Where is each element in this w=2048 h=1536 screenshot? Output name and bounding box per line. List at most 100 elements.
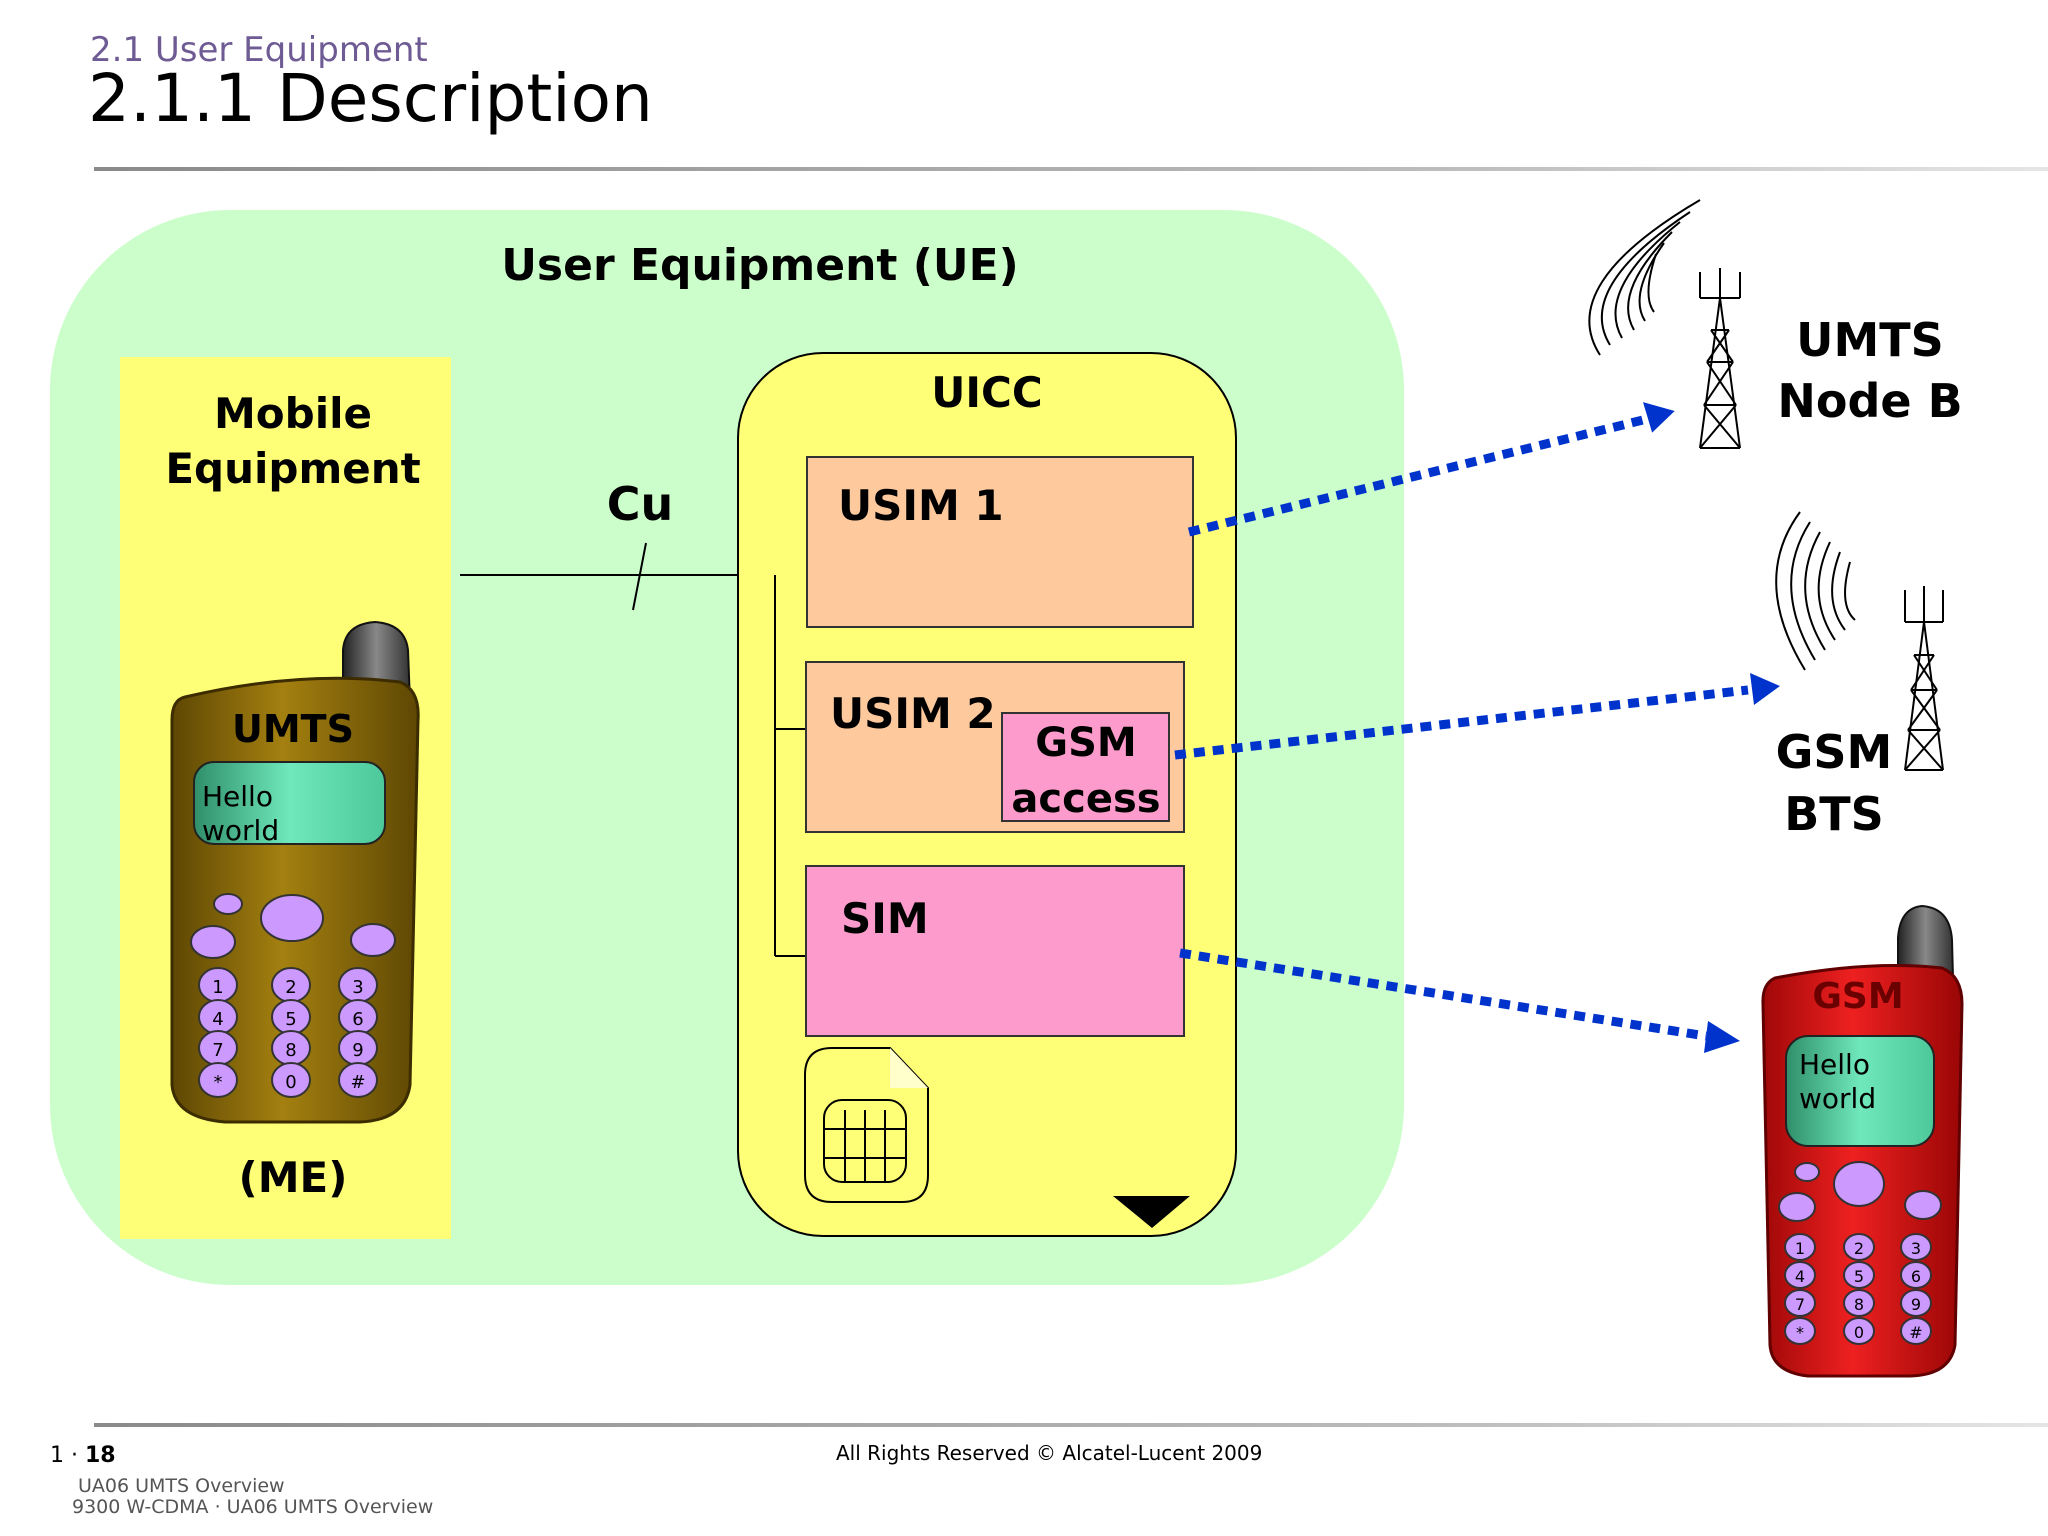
nodeb-line2: Node B xyxy=(1777,374,1962,428)
nodeb-line1: UMTS xyxy=(1796,313,1944,367)
phone-key-label: # xyxy=(1909,1323,1922,1342)
phone-key: 4 xyxy=(198,999,238,1035)
usim2-label: USIM 2 xyxy=(830,689,996,738)
ue-label: User Equipment (UE) xyxy=(501,240,1019,291)
phone-keypad: 1 2 3 4 5 6 7 8 9 * 0 # xyxy=(1784,1233,1932,1345)
course-subtitle: 9300 W-CDMA · UA06 UMTS Overview xyxy=(72,1496,434,1518)
phone-key: 3 xyxy=(1900,1233,1932,1261)
phone-key-label: 3 xyxy=(352,977,363,998)
phone-key: 5 xyxy=(1843,1261,1875,1289)
phone-key: 5 xyxy=(271,999,311,1035)
phone-key-nav xyxy=(260,894,324,942)
phone-key-nav xyxy=(1833,1161,1885,1207)
phone-key-label: 4 xyxy=(1795,1267,1805,1286)
phone-key-label: # xyxy=(350,1072,365,1093)
nodeb-tower-icon xyxy=(1588,199,1741,449)
page-number: 1 · 18 xyxy=(50,1443,116,1468)
phone-key-label: 1 xyxy=(1795,1239,1805,1258)
phone-key-soft-left xyxy=(190,925,236,959)
phone-key-label: 6 xyxy=(1911,1267,1921,1286)
phone-key: 6 xyxy=(338,999,378,1035)
footer-divider xyxy=(94,1423,2048,1427)
bts-line2: BTS xyxy=(1784,787,1884,841)
header-divider xyxy=(94,167,2048,171)
phone-key-label: * xyxy=(1796,1323,1804,1342)
sim-card-icon xyxy=(804,1047,929,1203)
phone-key: 7 xyxy=(1784,1289,1816,1317)
screen-line2: world xyxy=(1799,1082,1876,1115)
cu-interface-tick xyxy=(632,542,647,611)
phone-key: 0 xyxy=(271,1062,311,1098)
arrow-usim1-to-nodeb xyxy=(1187,402,1675,537)
phone-key-label: 0 xyxy=(1854,1323,1864,1342)
phone-key: 8 xyxy=(1843,1289,1875,1317)
gsm-access-line1: GSM xyxy=(1035,720,1136,766)
interface-label: Cu xyxy=(607,477,674,531)
phone-key: 1 xyxy=(198,967,238,1003)
gsm-phone: GSM Hello world 1 2 3 4 5 6 7 8 9 * 0 # xyxy=(1761,904,1964,1378)
page-number-value: 18 xyxy=(84,1443,116,1468)
phone-key-label: 5 xyxy=(285,1009,296,1030)
phone-key: * xyxy=(198,1062,238,1098)
phone-key: 9 xyxy=(1900,1289,1932,1317)
phone-keypad: 1 2 3 4 5 6 7 8 9 * 0 # xyxy=(198,967,378,1098)
phone-key: 6 xyxy=(1900,1261,1932,1289)
arrow-gsm-access-to-bts xyxy=(1174,673,1780,760)
phone-key-label: 2 xyxy=(285,977,296,998)
phone-key-soft-right xyxy=(1904,1190,1942,1220)
copyright-notice: All Rights Reserved © Alcatel-Lucent 200… xyxy=(836,1441,1263,1465)
phone-key-label: * xyxy=(214,1072,223,1093)
phone-key-label: 2 xyxy=(1854,1239,1864,1258)
phone-key-soft-right xyxy=(350,923,396,957)
phone-brand: UMTS xyxy=(232,707,354,751)
phone-key: # xyxy=(1900,1317,1932,1345)
phone-key-label: 7 xyxy=(1795,1295,1805,1314)
phone-key-label: 7 xyxy=(212,1040,223,1061)
phone-key-soft-left xyxy=(1778,1192,1816,1222)
phone-key: 9 xyxy=(338,1030,378,1066)
me-label-line2: Equipment xyxy=(165,444,420,493)
phone-key: # xyxy=(338,1062,378,1098)
phone-key-label: 3 xyxy=(1911,1239,1921,1258)
screen-line2: world xyxy=(202,814,279,847)
screen-line1: Hello xyxy=(1799,1048,1870,1081)
phone-key-label: 1 xyxy=(212,977,223,998)
phone-brand: GSM xyxy=(1812,976,1903,1017)
phone-key: 1 xyxy=(1784,1233,1816,1261)
uicc-label: UICC xyxy=(931,368,1042,417)
bts-line1: GSM xyxy=(1776,725,1893,779)
card-triangle-icon xyxy=(1113,1196,1190,1228)
sim-box xyxy=(805,865,1185,1037)
page-prefix: 1 · xyxy=(50,1443,85,1468)
page-title: 2.1.1 Description xyxy=(88,60,653,137)
arrow-sim-to-gsm-phone xyxy=(1179,948,1740,1053)
phone-key-label: 5 xyxy=(1854,1267,1864,1286)
bts-tower-icon xyxy=(1775,511,1944,771)
phone-screen xyxy=(1785,1035,1935,1147)
phone-key-label: 4 xyxy=(212,1009,223,1030)
phone-key: 2 xyxy=(271,967,311,1003)
phone-key-label: 9 xyxy=(352,1040,363,1061)
gsm-access-box xyxy=(1001,712,1170,822)
phone-key-small xyxy=(213,893,243,915)
usim1-label: USIM 1 xyxy=(838,481,1004,530)
phone-key-label: 6 xyxy=(352,1009,363,1030)
me-abbrev: (ME) xyxy=(239,1153,348,1202)
phone-key: * xyxy=(1784,1317,1816,1345)
phone-screen xyxy=(193,761,386,845)
phone-key-label: 8 xyxy=(1854,1295,1864,1314)
phone-key: 4 xyxy=(1784,1261,1816,1289)
phone-key-label: 9 xyxy=(1911,1295,1921,1314)
gsm-access-line2: access xyxy=(1011,776,1160,822)
phone-key: 8 xyxy=(271,1030,311,1066)
phone-key-label: 0 xyxy=(285,1072,296,1093)
me-label-line1: Mobile xyxy=(214,389,372,438)
phone-key: 7 xyxy=(198,1030,238,1066)
section-label: 2.1 User Equipment xyxy=(90,30,428,70)
course-title: UA06 UMTS Overview xyxy=(78,1475,285,1497)
phone-key: 3 xyxy=(338,967,378,1003)
phone-key: 0 xyxy=(1843,1317,1875,1345)
sim-label: SIM xyxy=(841,894,929,943)
